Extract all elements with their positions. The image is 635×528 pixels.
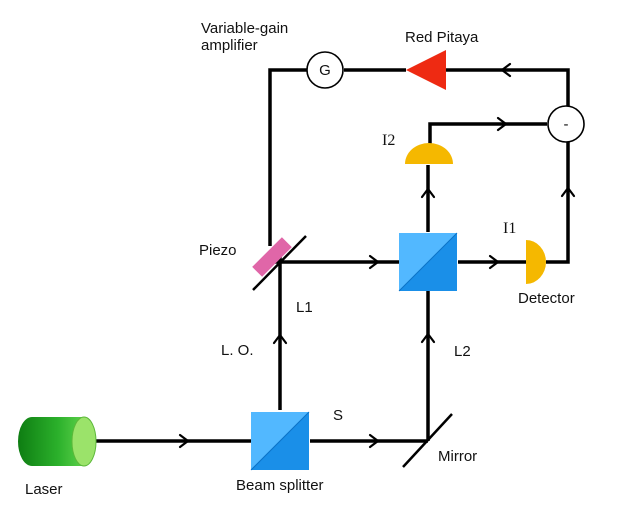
label-i1: I1 (503, 220, 516, 237)
beam-splitter-cube-2 (398, 232, 458, 292)
wire-i1-to-subtractor (546, 142, 570, 264)
arrow-left (500, 62, 512, 78)
label-variable-gain-line2: amplifier (201, 37, 258, 54)
label-gain-symbol: G (319, 62, 331, 79)
arrow-right (496, 116, 508, 132)
label-lo: L. O. (221, 342, 254, 359)
label-detector: Detector (518, 290, 575, 307)
wire-gain-to-piezo (268, 68, 307, 246)
laser-body (18, 417, 85, 466)
label-piezo: Piezo (199, 242, 237, 259)
piezo-mirror (252, 235, 307, 291)
arrow-right (488, 254, 500, 270)
label-l2: L2 (454, 343, 471, 360)
gain-circle (306, 51, 344, 89)
arrow-up (560, 186, 576, 198)
piezo-mirror-line (252, 235, 307, 291)
arrow-right (178, 433, 190, 449)
subtractor-circle (547, 105, 585, 143)
label-subtract-symbol: - (564, 116, 569, 133)
detector-i2 (405, 143, 453, 164)
label-i2: I2 (382, 132, 395, 149)
mirror (402, 413, 453, 468)
label-variable-gain-line1: Variable-gain (201, 20, 288, 37)
arrow-up (420, 187, 436, 199)
detector-i1 (526, 240, 546, 284)
label-mirror: Mirror (438, 448, 477, 465)
laser (18, 416, 97, 467)
arrow-up (272, 333, 288, 345)
beam-splitter-diagonal (250, 411, 310, 471)
beam-lines (96, 68, 570, 443)
piezo-actuator (252, 237, 292, 277)
arrow-right (368, 254, 380, 270)
wire-i2-to-subtractor (428, 122, 547, 146)
label-laser: Laser (25, 481, 63, 498)
red-pitaya-triangle (406, 50, 446, 90)
beam-splitter-cube (250, 411, 310, 471)
arrow-right (368, 433, 380, 449)
direction-arrows (178, 62, 576, 449)
label-l1: L1 (296, 299, 313, 316)
laser-aperture (71, 416, 97, 467)
label-red-pitaya: Red Pitaya (405, 29, 479, 46)
arrow-up (420, 332, 436, 344)
wire-subtractor-to-redpitaya (446, 68, 570, 106)
label-beam-splitter: Beam splitter (236, 477, 324, 494)
label-s: S (333, 407, 343, 424)
beam-splitter-2-diagonal (398, 232, 458, 292)
